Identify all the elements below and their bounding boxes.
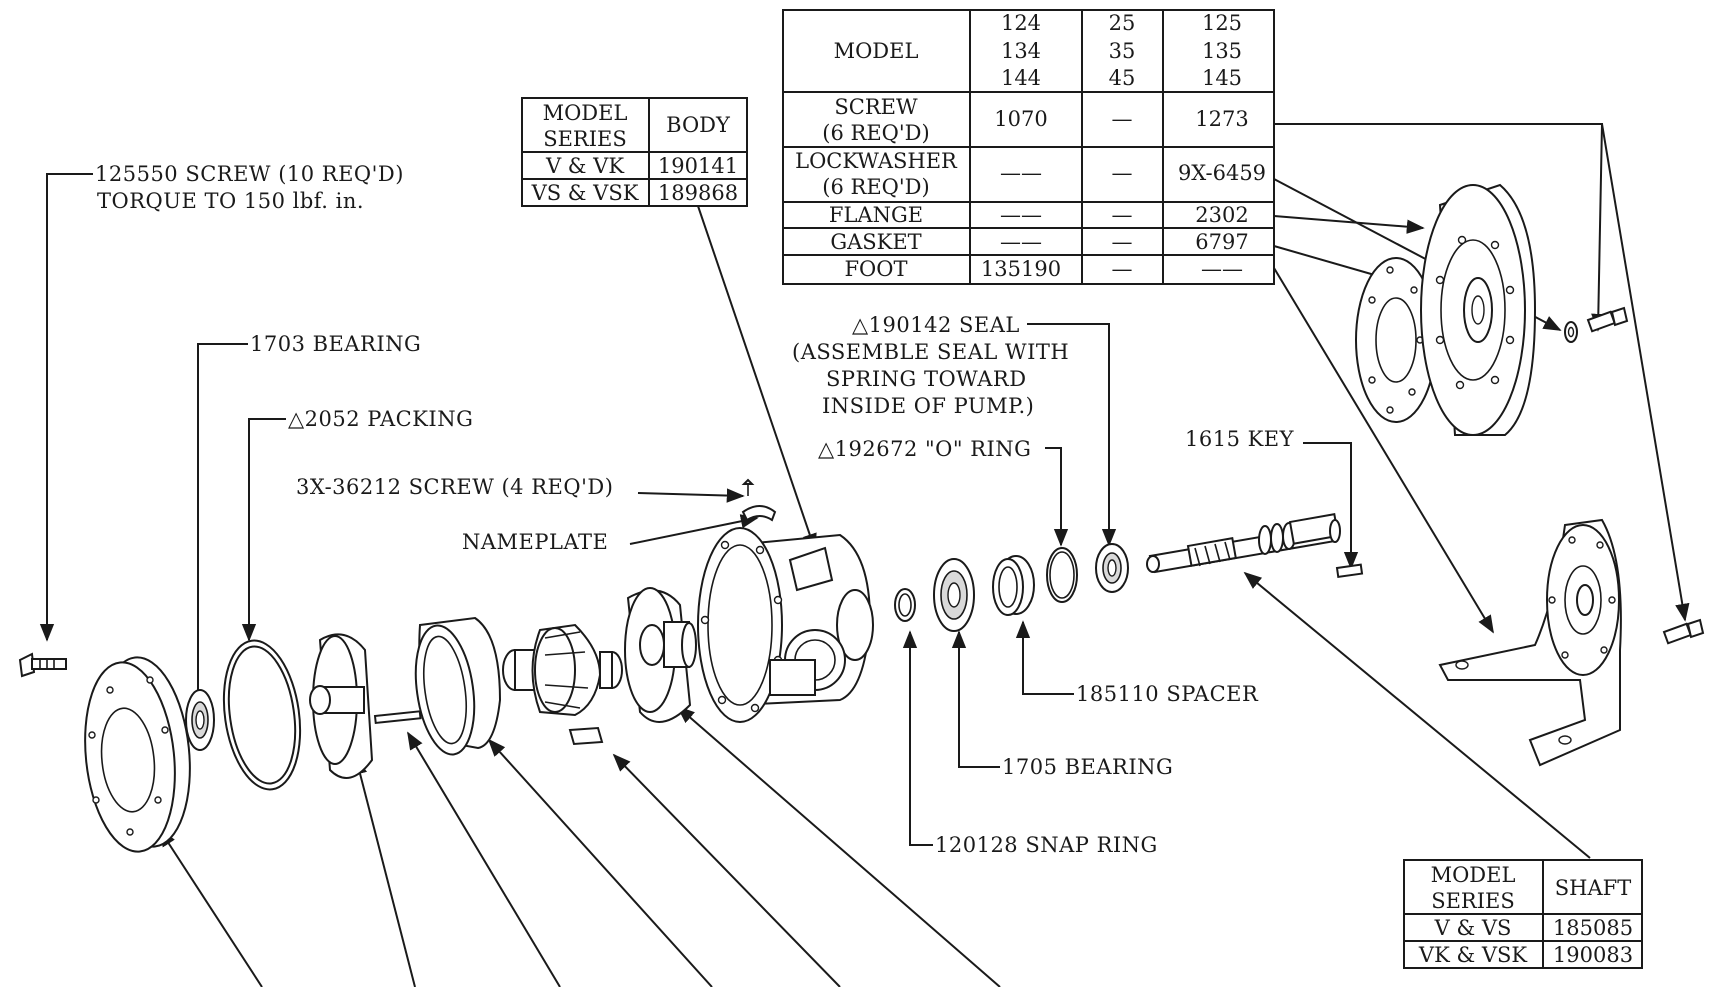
model-col-value: 145	[1202, 66, 1242, 90]
bearing-1705-part	[933, 558, 975, 632]
model-col-value: 125	[1202, 11, 1242, 35]
model-col-value: 45	[1109, 66, 1136, 90]
model-row-name: FOOT	[844, 257, 907, 281]
snap-ring-label: 120128 SNAP RING	[935, 833, 1158, 857]
seal-note-3: INSIDE OF PUMP.)	[822, 394, 1034, 418]
model-row-value: —	[1112, 107, 1133, 131]
shaft-table-cell: V & VS	[1434, 916, 1512, 940]
screw-125550-label: 125550 SCREW (10 REQ'D)	[95, 162, 404, 186]
shaft-table-header-shaft: SHAFT	[1555, 876, 1631, 900]
model-row-name: LOCKWASHER	[795, 149, 958, 173]
o-ring-label: △192672 "O" RING	[818, 437, 1031, 461]
model-row-value: 135190	[981, 257, 1061, 281]
bearing-1703-part	[185, 689, 215, 751]
spacer-part	[992, 555, 1035, 616]
flange-screw-part	[1586, 306, 1629, 333]
nameplate-label: NAMEPLATE	[462, 530, 608, 554]
seal-part	[1095, 543, 1129, 593]
body-table-header-body: BODY	[666, 113, 731, 137]
screw-125550-part	[18, 652, 67, 678]
flange-part	[1420, 183, 1537, 436]
model-row-name: (6 REQ'D)	[822, 121, 929, 145]
cover-part	[84, 656, 191, 853]
model-row-value: —	[1112, 161, 1133, 185]
body-table-header-model: MODEL	[543, 101, 628, 125]
foot-part	[1438, 518, 1622, 767]
seal-note-2: SPRING TOWARD	[826, 367, 1027, 391]
bearing-1705-label: 1705 BEARING	[1002, 755, 1173, 779]
spacer-label: 185110 SPACER	[1076, 682, 1259, 706]
body-table-cell: 189868	[658, 181, 738, 205]
pump-body-part	[697, 527, 874, 723]
seal-note-1: (ASSEMBLE SEAL WITH	[792, 340, 1069, 364]
model-col-value: 135	[1202, 39, 1242, 63]
snap-ring-part	[894, 588, 916, 622]
model-row-value: ——	[1000, 203, 1042, 227]
shaft-table-header-series: SERIES	[1431, 889, 1515, 913]
packing-part	[222, 639, 302, 791]
model-table: MODEL 124 134 144 25 35 45 125 135 145 S…	[782, 9, 1275, 285]
shaft-table-cell: VK & VSK	[1418, 943, 1527, 967]
rotor-part	[502, 623, 623, 717]
model-row-value: —	[1112, 230, 1133, 254]
model-row-name: SCREW	[834, 95, 918, 119]
model-row-value: —	[1112, 203, 1133, 227]
body-table-cell: 190141	[658, 154, 738, 178]
shaft-table-header-model: MODEL	[1431, 863, 1516, 887]
plate-part	[624, 587, 697, 723]
key-part	[1335, 563, 1364, 579]
model-row-value: 2302	[1195, 203, 1248, 227]
shaft-table-cell: 190083	[1553, 943, 1633, 967]
key-label: 1615 KEY	[1185, 427, 1295, 451]
shaft-part	[1146, 513, 1341, 574]
body-table-header-series: SERIES	[543, 127, 627, 151]
screw-36212-label: 3X-36212 SCREW (4 REQ'D)	[296, 475, 613, 499]
model-row-name: FLANGE	[829, 203, 923, 227]
shaft-table-cell: 185085	[1553, 916, 1633, 940]
leader-lines	[39, 123, 1690, 987]
shim-part	[568, 726, 604, 746]
model-row-value: 9X-6459	[1178, 161, 1266, 185]
model-row-value: 1273	[1195, 107, 1248, 131]
model-col-value: 35	[1109, 39, 1136, 63]
head-bracket-part	[309, 633, 374, 779]
seal-label: △190142 SEAL	[852, 313, 1020, 337]
lockwasher-part	[1564, 321, 1578, 343]
shaft-table: MODEL SERIES SHAFT V & VS 185085 VK & VS…	[1403, 859, 1643, 969]
body-table-cell: VS & VSK	[531, 181, 639, 205]
model-row-value: ——	[1201, 257, 1243, 281]
screw-36212-part	[741, 478, 755, 496]
body-table-cell: V & VK	[545, 154, 624, 178]
foot-screw-part	[1662, 618, 1705, 645]
model-col-value: 134	[1001, 39, 1041, 63]
model-row-value: 1070	[994, 107, 1047, 131]
model-row-name: GASKET	[830, 230, 921, 254]
model-col-value: 124	[1001, 11, 1041, 35]
model-row-name: (6 REQ'D)	[822, 175, 929, 199]
model-row-value: 6797	[1195, 230, 1248, 254]
screw-torque-label: TORQUE TO 150 lbf. in.	[97, 189, 364, 213]
model-row-value: ——	[1000, 161, 1042, 185]
model-row-value: —	[1112, 257, 1133, 281]
casing-ring-part	[414, 616, 502, 756]
pin-part	[373, 710, 422, 725]
model-row-value: ——	[1000, 230, 1042, 254]
packing-label: △2052 PACKING	[288, 407, 473, 431]
nameplate-part	[741, 505, 777, 522]
bearing-1703-label: 1703 BEARING	[250, 332, 421, 356]
model-col-value: 25	[1109, 11, 1136, 35]
o-ring-part	[1046, 547, 1078, 603]
model-col-value: 144	[1001, 66, 1041, 90]
model-table-header: MODEL	[834, 39, 919, 63]
body-table: MODEL SERIES BODY V & VK 190141 VS & VSK…	[521, 97, 748, 207]
